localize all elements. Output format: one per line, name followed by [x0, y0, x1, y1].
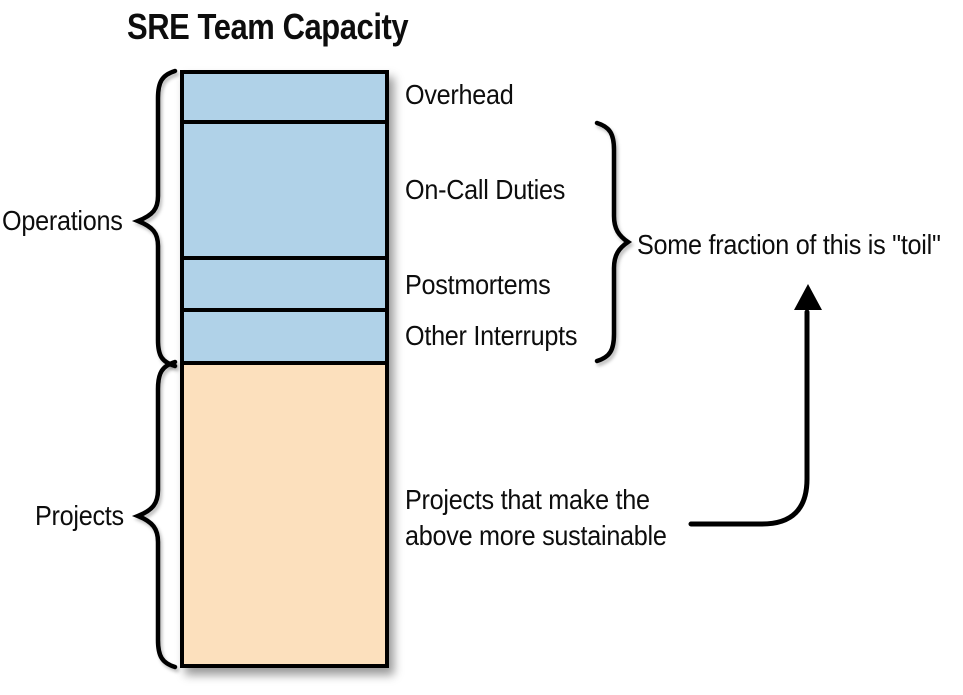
projects-annotation: Projects that make the above more sustai…	[405, 482, 667, 554]
toil-annotation: Some fraction of this is "toil"	[637, 229, 941, 260]
diagram-title: SRE Team Capacity	[127, 6, 409, 47]
segment-on-call-duties	[184, 120, 385, 257]
operations-brace-icon	[131, 68, 178, 369]
segment-projects	[184, 361, 385, 664]
segment-label-other-interrupts: Other Interrupts	[405, 320, 578, 351]
projects-annotation-line1: Projects that make the	[405, 484, 650, 515]
group-label-operations: Operations	[2, 205, 123, 236]
segment-label-postmortems: Postmortems	[405, 269, 551, 300]
sustainability-arrow-line	[688, 309, 810, 527]
segment-label-overhead: Overhead	[405, 79, 514, 110]
segment-other-interrupts	[184, 308, 385, 362]
group-label-projects: Projects	[35, 500, 124, 531]
segment-postmortems	[184, 256, 385, 309]
projects-brace-icon	[131, 359, 178, 670]
capacity-bar	[180, 70, 389, 668]
segment-overhead	[184, 74, 385, 121]
segment-label-on-call-duties: On-Call Duties	[405, 174, 566, 205]
toil-brace-icon	[594, 120, 633, 364]
sustainability-arrowhead-icon	[794, 284, 822, 310]
projects-annotation-line2: above more sustainable	[405, 520, 667, 551]
